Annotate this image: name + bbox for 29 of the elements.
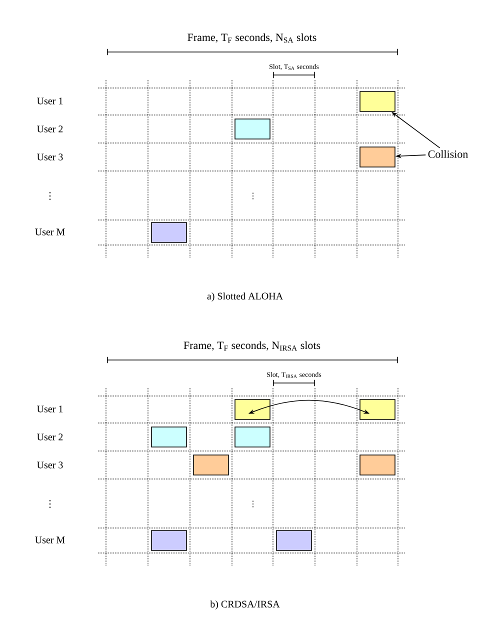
user-label: User 3 [37, 462, 63, 468]
packet-box [360, 91, 396, 112]
packet-box [360, 146, 396, 168]
packet-box [151, 530, 187, 551]
dimension-label: Frame, T$_{F}$ seconds, N$_{IRSA}$ slots [184, 341, 320, 351]
user-label: User 1 [37, 406, 63, 412]
packet-box [276, 530, 312, 551]
packet-box [234, 426, 270, 448]
packet-box [151, 426, 187, 448]
packet-box [360, 399, 396, 420]
user-label: User 1 [37, 98, 63, 104]
user-label: User M [35, 536, 65, 544]
ellipsis: ⋮ [49, 500, 51, 508]
packet-box [193, 454, 229, 476]
user-label: User M [35, 228, 65, 236]
user-label: User 2 [37, 434, 63, 440]
ellipsis: ⋮ [252, 192, 254, 200]
packet-box [234, 399, 270, 420]
user-label: User 2 [37, 126, 63, 132]
packet-box [151, 222, 187, 243]
panel-caption: b) CRDSA/IRSA [210, 600, 280, 610]
dimension-label: Frame, T$_{F}$ seconds, N$_{SA}$ slots [188, 33, 316, 43]
user-label: User 3 [37, 154, 63, 160]
packet-box [360, 454, 396, 476]
collision-label: Collision [428, 150, 468, 158]
panel-caption: a) Slotted ALOHA [207, 292, 283, 302]
ellipsis: ⋮ [252, 500, 254, 508]
packet-box [234, 118, 270, 140]
ellipsis: ⋮ [49, 192, 51, 200]
